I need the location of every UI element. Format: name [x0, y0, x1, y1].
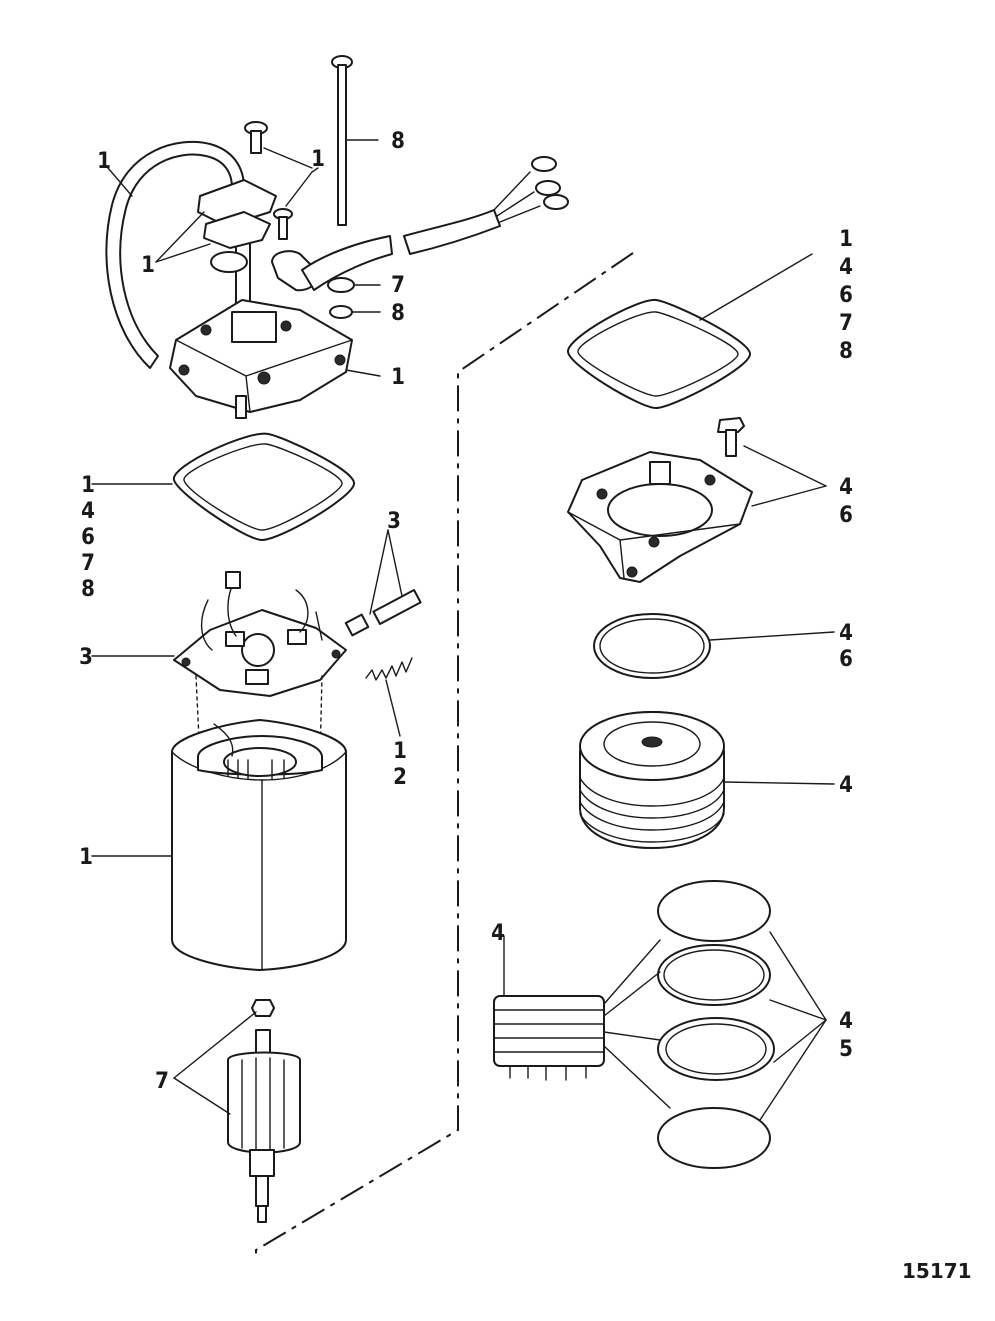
callout-labels: 1 1 1 8 7 8 1 1 4 6 7 8 3 3 1 2 1 7 1 4 …: [79, 129, 971, 1283]
callout-right-gasket-5: 8: [839, 339, 853, 364]
callout-small-pump: 4: [491, 921, 505, 946]
callout-pump-cover-2: 6: [839, 503, 853, 528]
cover-bolt: [717, 417, 745, 457]
figure-number: 15171: [902, 1259, 972, 1283]
callout-right-gasket-1: 1: [839, 227, 853, 252]
assembly-dash-line: [255, 252, 634, 1258]
lower-plate: [203, 211, 271, 249]
callout-armature: 7: [155, 1069, 169, 1094]
spring: [365, 657, 413, 681]
seal-rings: [657, 880, 775, 1169]
leader-lines: [91, 139, 835, 1121]
callout-brush-pins: 3: [387, 509, 401, 534]
callout-washer: 7: [391, 273, 405, 298]
nut: [329, 305, 353, 319]
left-gasket: [173, 432, 355, 541]
callout-grommet-hose: 1: [97, 149, 111, 174]
callout-end-cap: 1: [391, 365, 405, 390]
callout-pump-body: 4: [839, 773, 853, 798]
pump-body: [579, 711, 725, 849]
brush-plate: [173, 571, 347, 697]
callout-left-gasket-5: 8: [81, 577, 95, 602]
callout-nut: 8: [391, 301, 405, 326]
callout-left-gasket-4: 7: [81, 551, 95, 576]
oring: [593, 613, 711, 679]
brush-pins: [344, 589, 422, 637]
end-cap: [169, 299, 353, 413]
callout-oring-2: 6: [839, 647, 853, 672]
pump-cover: [567, 451, 753, 583]
grommet: [210, 251, 248, 273]
callout-right-gasket-2: 4: [839, 255, 853, 280]
right-gasket: [567, 298, 751, 409]
end-cap-assembly: [105, 55, 569, 419]
callout-pump-cover-1: 4: [839, 475, 853, 500]
callout-spring-1: 1: [393, 739, 407, 764]
callout-right-gasket-4: 7: [839, 311, 853, 336]
motor-frame: [171, 719, 347, 971]
screw-top: [244, 121, 268, 154]
callout-motor-frame: 1: [79, 845, 93, 870]
callout-plate-parts: 1: [141, 253, 155, 278]
screw-side: [273, 208, 293, 240]
callout-right-gasket-3: 6: [839, 283, 853, 308]
callout-long-bolt: 8: [391, 129, 405, 154]
small-pump: [493, 995, 605, 1081]
wire-terminals: [493, 156, 569, 223]
armature: [227, 999, 301, 1223]
callout-rings-2: 5: [839, 1037, 853, 1062]
callout-left-gasket-2: 4: [81, 499, 95, 524]
callout-spring-2: 2: [393, 765, 407, 790]
long-bolt: [331, 55, 353, 226]
washer: [327, 277, 355, 293]
callout-oring-1: 4: [839, 621, 853, 646]
callout-left-gasket-1: 1: [81, 473, 95, 498]
callout-brush-plate: 3: [79, 645, 93, 670]
upper-plate: [197, 179, 277, 227]
callout-top-plate-screws: 1: [311, 147, 325, 172]
wire-cable-right: [403, 209, 501, 255]
callout-rings-1: 4: [839, 1009, 853, 1034]
callout-left-gasket-3: 6: [81, 525, 95, 550]
wire-cable: [301, 235, 393, 291]
